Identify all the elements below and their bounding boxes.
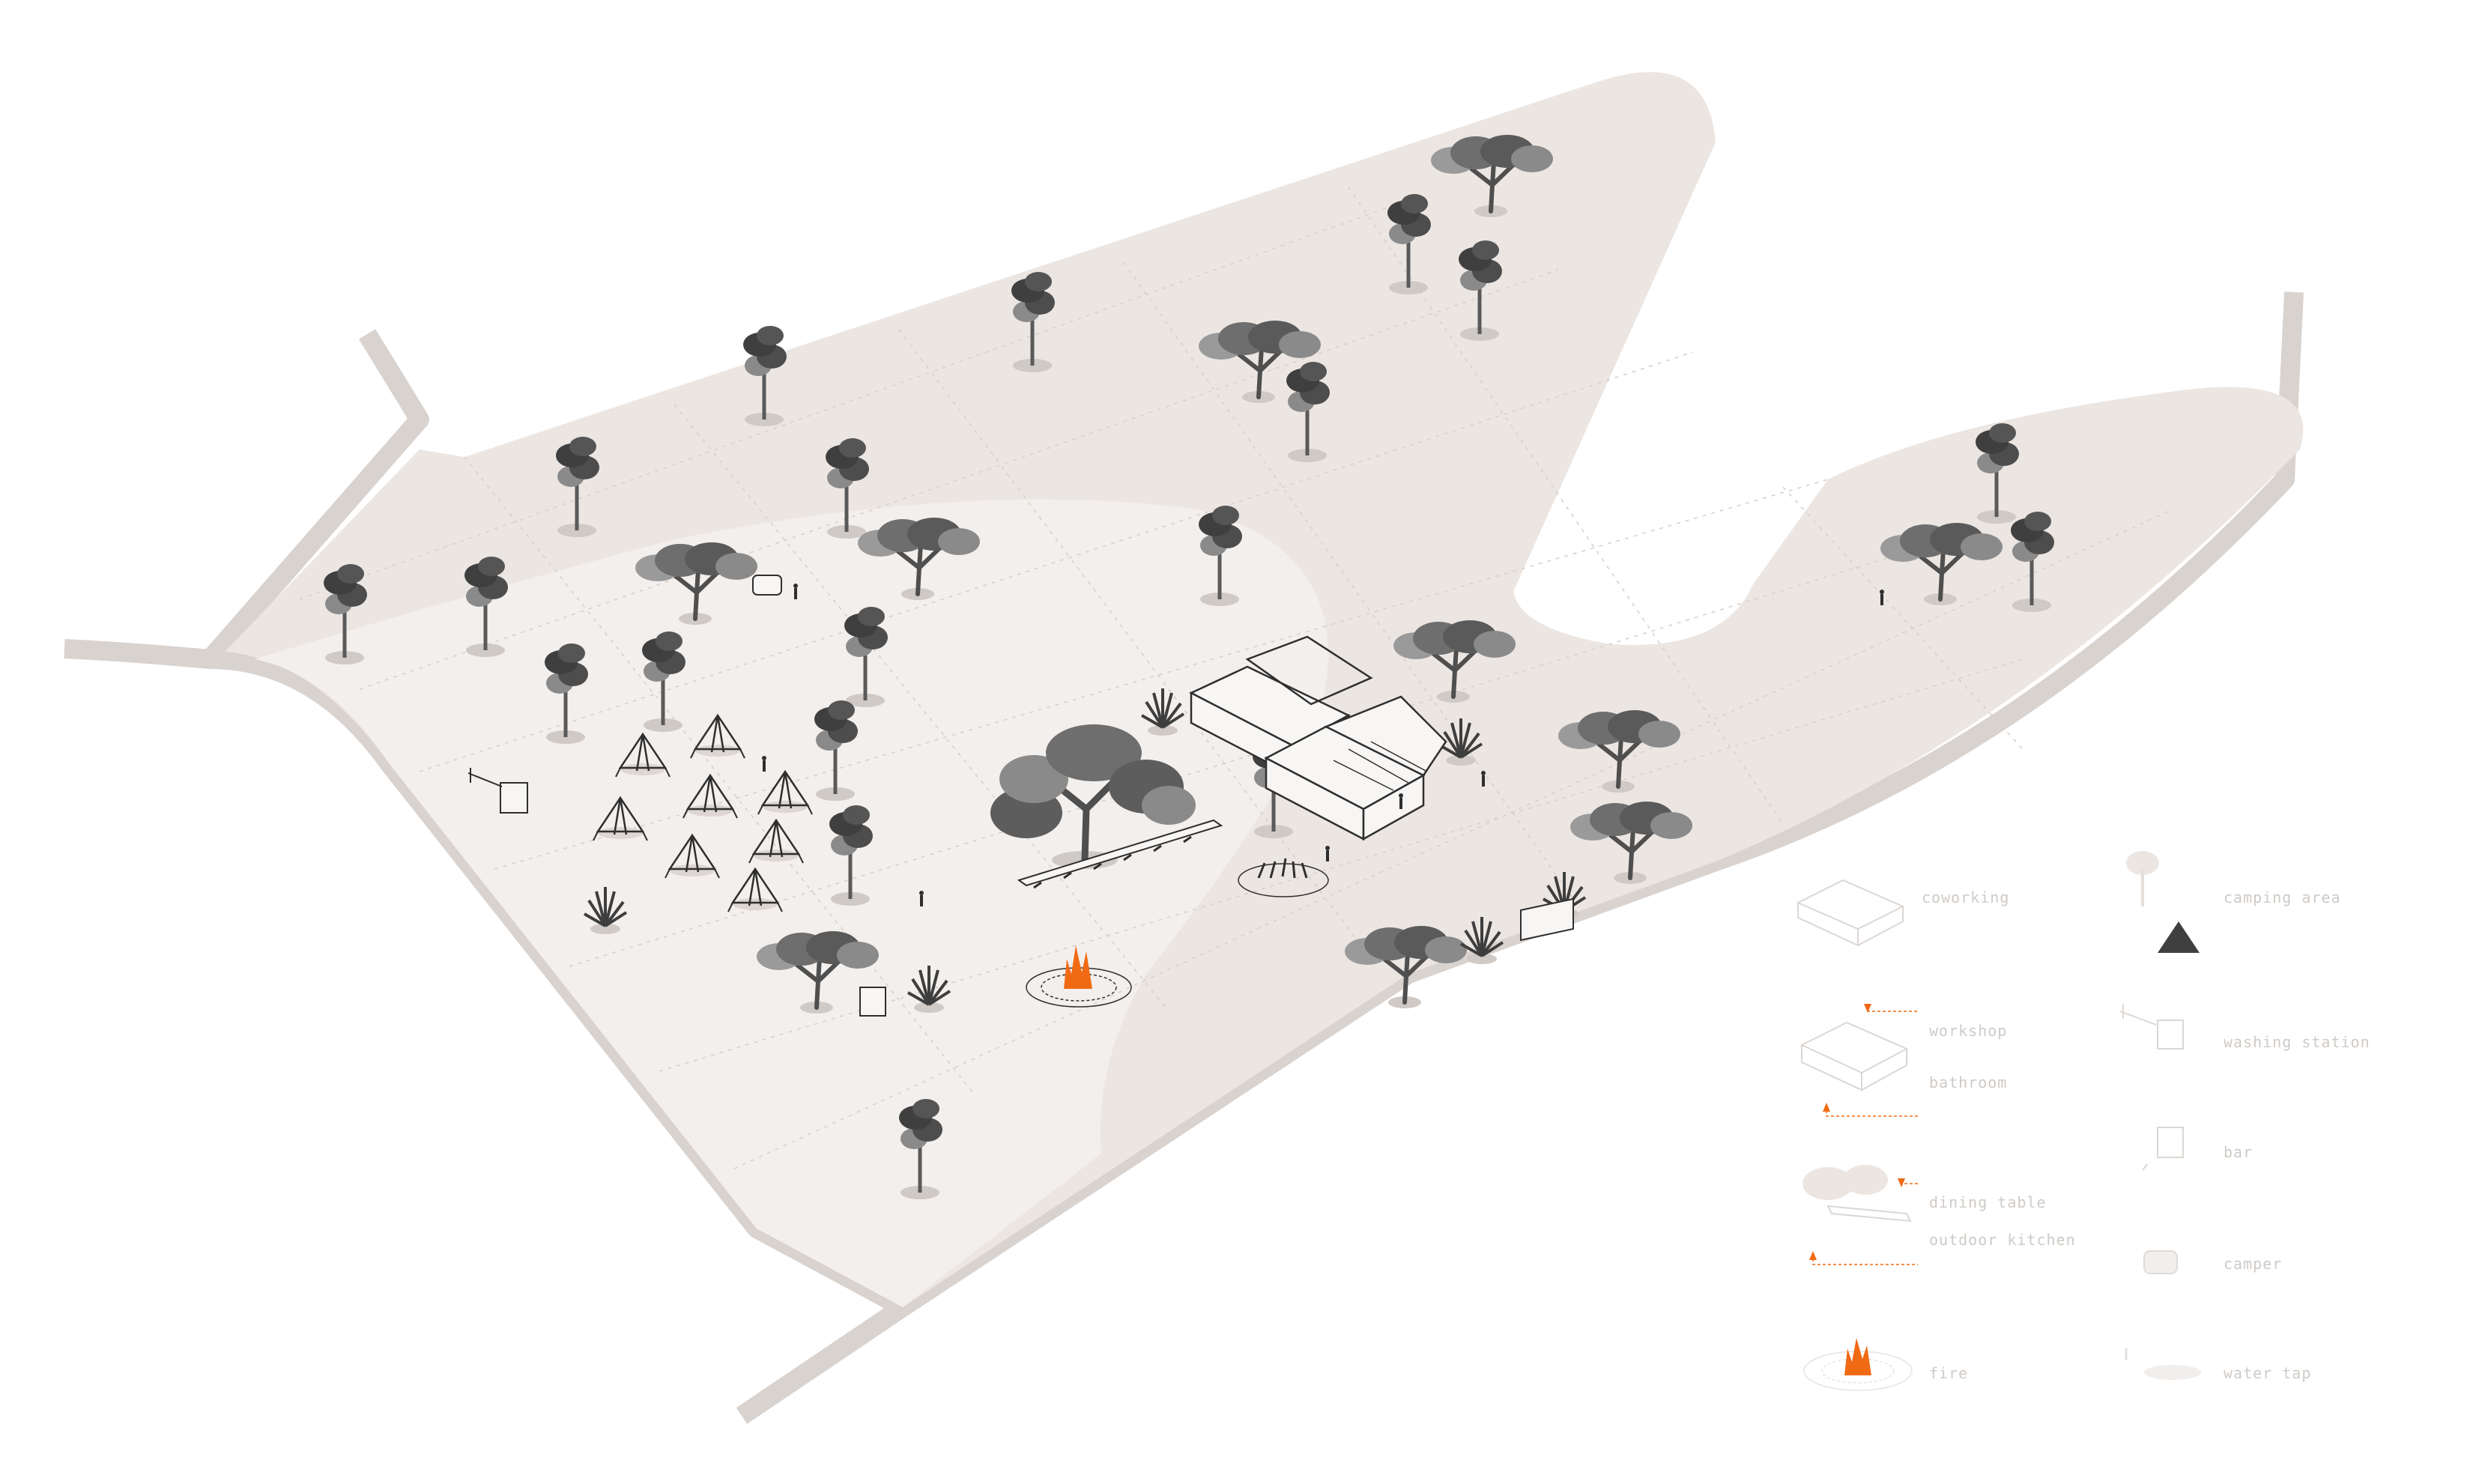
bar-kiosk (859, 987, 886, 1017)
water-tap-icon (2125, 1348, 2201, 1380)
bathroom-pointer-icon (1826, 1110, 1918, 1117)
dining-table-icon (1802, 1165, 1912, 1223)
workshop-building (1264, 695, 1447, 841)
workshop-building-icon (1799, 1021, 1909, 1091)
central-clearing (255, 499, 1328, 1307)
legend-label-fire: fire (1929, 1364, 1968, 1382)
fire-icon (1803, 1338, 1913, 1391)
road-east (1712, 291, 2304, 871)
legend-label-washing-station: washing station (2224, 1033, 2370, 1051)
washing-station (500, 782, 528, 814)
legend-coworking: coworking (1796, 879, 2009, 947)
bar-kiosk-icon (2142, 1127, 2184, 1171)
legend-workshop-bathroom: workshop bathroom (1799, 1004, 2007, 1117)
legend-label-water-tap: water tap (2224, 1364, 2311, 1382)
legend-label-camper: camper (2224, 1255, 2282, 1273)
legend-water-tap: water tap (2125, 1348, 2311, 1382)
legend: coworking camping area workshop bathroom (1796, 851, 2370, 1391)
legend-label-coworking: coworking (1922, 888, 2009, 906)
legend-label-outdoor-kitchen: outdoor kitchen (1929, 1231, 2076, 1249)
fire-pit (1026, 945, 1132, 1008)
washing-station-icon (2119, 1004, 2184, 1050)
road-southwest (209, 649, 908, 1316)
outdoor-kitchen (1238, 858, 1329, 897)
legend-bar: bar (2142, 1127, 2253, 1171)
camper-icon (2143, 1250, 2178, 1274)
small-structures (467, 575, 1574, 1017)
legend-label-workshop: workshop (1929, 1022, 2007, 1040)
legend-camping-area: camping area (2126, 851, 2341, 953)
legend-label-bathroom: bathroom (1929, 1073, 2007, 1091)
camper (752, 575, 782, 596)
tree-and-tent-icon (2126, 851, 2200, 953)
legend-fire: fire (1803, 1338, 1968, 1391)
legend-label-camping-area: camping area (2224, 888, 2341, 906)
legend-dining-kitchen: dining table outdoor kitchen (1802, 1165, 2076, 1265)
legend-label-bar: bar (2224, 1143, 2253, 1161)
building-icon (1796, 879, 1905, 947)
dining-table (1017, 819, 1223, 889)
bathroom (1520, 897, 1574, 942)
outdoor-kitchen-icon (1812, 1259, 1918, 1265)
legend-camper: camper (2143, 1250, 2282, 1274)
legend-label-dining-table: dining table (1929, 1193, 2047, 1211)
road-west (64, 329, 429, 669)
legend-washing-station: washing station (2119, 1004, 2370, 1051)
workshop-pointer-icon (1867, 1005, 1918, 1012)
